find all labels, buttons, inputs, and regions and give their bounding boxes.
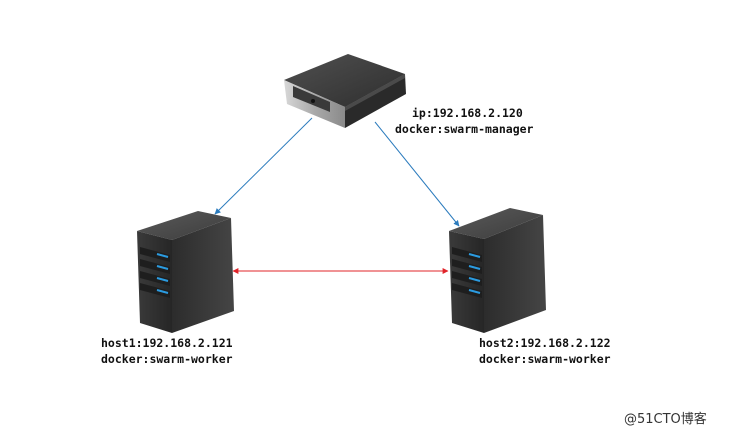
- manager-to-host2-link: [374, 121, 460, 227]
- manager-role-label: docker:swarm-manager: [395, 122, 534, 136]
- watermark: @51CTO博客: [624, 411, 707, 427]
- drive-bays: [452, 247, 482, 298]
- host2-ip-label: host2:192.168.2.122: [479, 336, 611, 350]
- tower-server-icon: [137, 211, 234, 333]
- host1-role-label: docker:swarm-worker: [101, 352, 233, 366]
- manager-ip-label: ip:192.168.2.120: [412, 106, 523, 120]
- host2-role-label: docker:swarm-worker: [479, 352, 611, 366]
- drive-bays: [140, 247, 170, 298]
- host1-ip-label: host1:192.168.2.121: [101, 336, 233, 350]
- rack-server-icon: [284, 54, 406, 128]
- tower-server-icon: [449, 208, 546, 333]
- manager-to-host1-link: [214, 117, 313, 215]
